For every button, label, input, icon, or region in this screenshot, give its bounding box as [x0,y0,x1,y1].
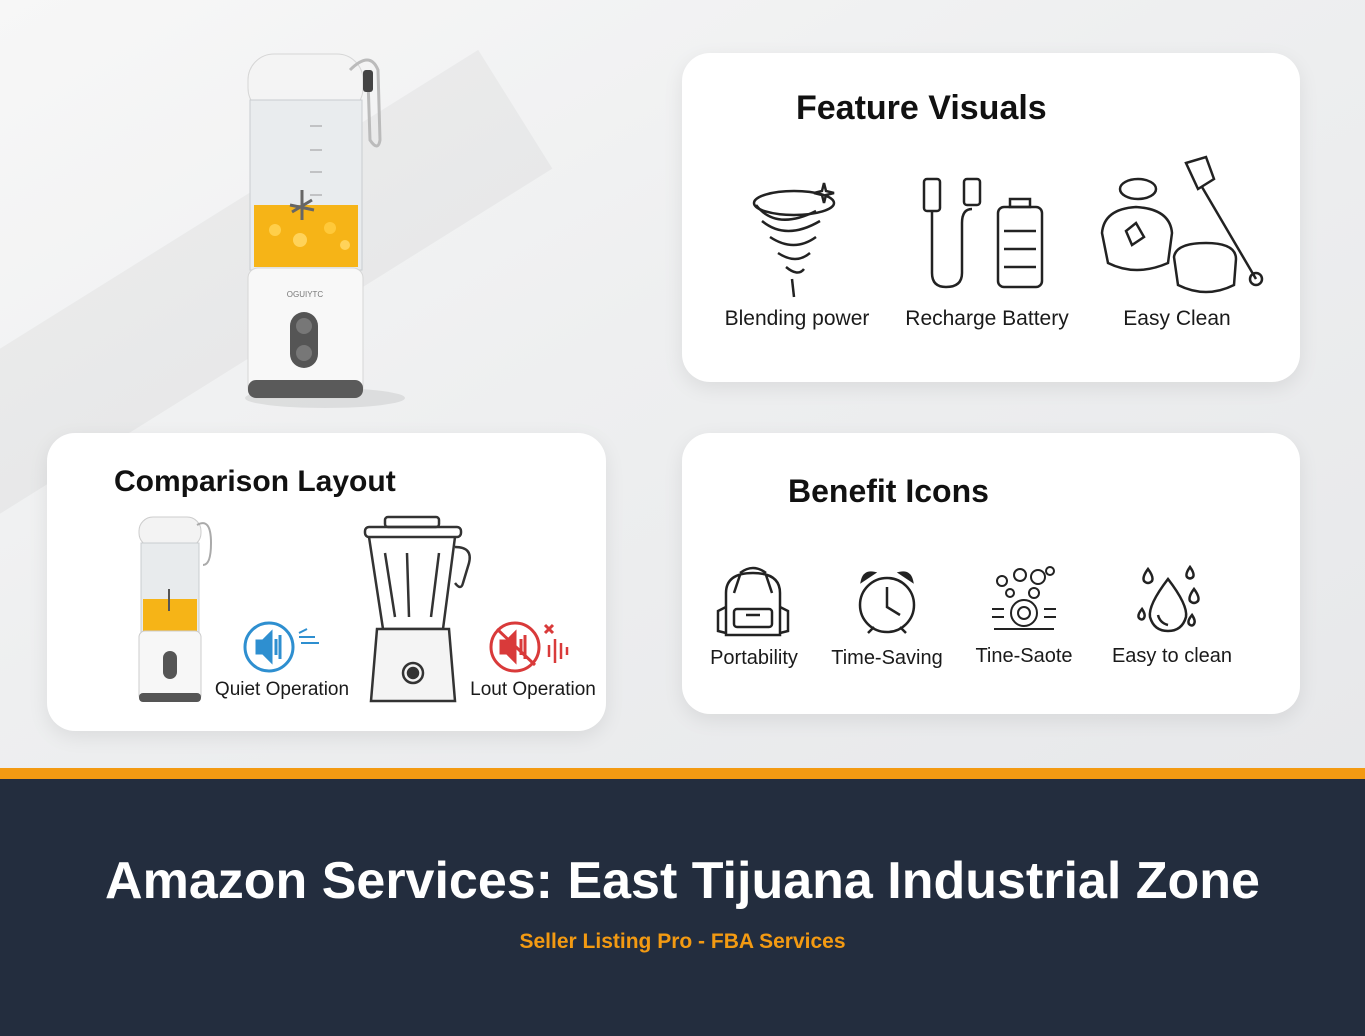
alarm-clock-icon [854,567,920,637]
feature-label-recharge: Recharge Battery [905,307,1069,330]
cable-battery-icon [918,173,1058,293]
cleaning-brush-icon [1096,153,1266,303]
benefit-label-tine-saote: Tine-Saote [975,645,1073,667]
comparison-layout-title: Comparison Layout [114,465,396,498]
footer-title: Amazon Services: East Tijuana Industrial… [105,852,1260,910]
benefit-icons-title: Benefit Icons [788,473,989,509]
feature-visuals-card: Feature Visuals Blending power Recharge … [682,53,1300,382]
tornado-icon [746,181,846,301]
footer-accent-bar [0,768,1365,779]
benefit-icons-card: Benefit Icons Portability Time-Saving [682,433,1300,714]
feature-label-blending: Blending power [724,307,870,330]
comparison-label-loud: Lout Operation [470,679,596,700]
brand-text: OGUIYTC [287,290,324,299]
benefit-label-easy-to-clean: Easy to clean [1111,645,1233,667]
benefit-label-portability: Portability [710,647,798,669]
portable-blender-image: OGUIYTC [230,40,410,410]
footer: Amazon Services: East Tijuana Industrial… [0,779,1365,1036]
quiet-speaker-icon [243,619,323,675]
small-blender-image [133,513,223,705]
bubbles-icon [990,565,1060,635]
feature-label-easy-clean: Easy Clean [1123,307,1231,330]
comparison-layout-card: Comparison Layout Quiet Operation [47,433,606,731]
comparison-label-quiet: Quiet Operation [214,679,350,700]
feature-visuals-title: Feature Visuals [796,89,1047,127]
hero-area: OGUIYTC Feature Visuals Blending power [0,0,1365,768]
benefit-label-time-saving: Time-Saving [831,647,943,669]
loud-speaker-icon [489,617,581,675]
backpack-icon [716,563,790,639]
footer-subtitle: Seller Listing Pro - FBA Services [519,930,846,953]
water-drop-icon [1134,565,1204,635]
large-blender-image [359,513,475,709]
